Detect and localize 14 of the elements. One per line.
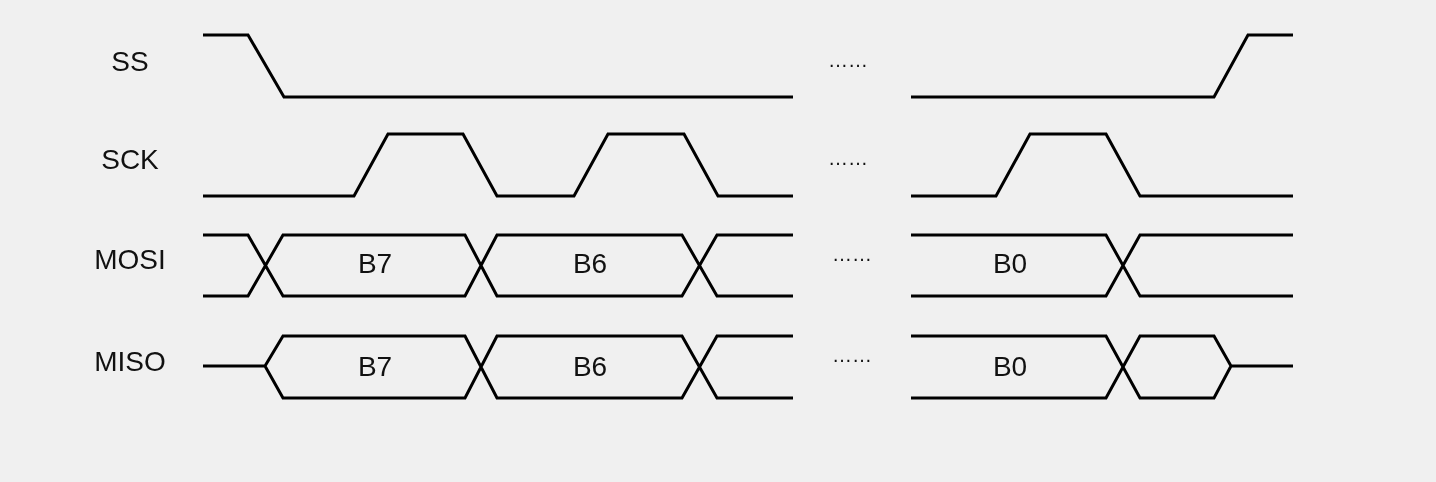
- signal-name: SS: [111, 48, 149, 76]
- ellipsis: ……: [828, 50, 868, 70]
- ellipsis: ……: [832, 244, 872, 264]
- ellipsis: ……: [832, 345, 872, 365]
- ellipsis: ……: [828, 148, 868, 168]
- signal-name: SCK: [101, 146, 159, 174]
- bit-label: B6: [572, 250, 608, 278]
- bit-label: B7: [357, 353, 393, 381]
- bit-label: B7: [357, 250, 393, 278]
- signal-name: MOSI: [94, 246, 166, 274]
- bit-label: B0: [992, 250, 1028, 278]
- signal-name: MISO: [94, 348, 166, 376]
- bit-label: B6: [572, 353, 608, 381]
- bit-label: B0: [992, 353, 1028, 381]
